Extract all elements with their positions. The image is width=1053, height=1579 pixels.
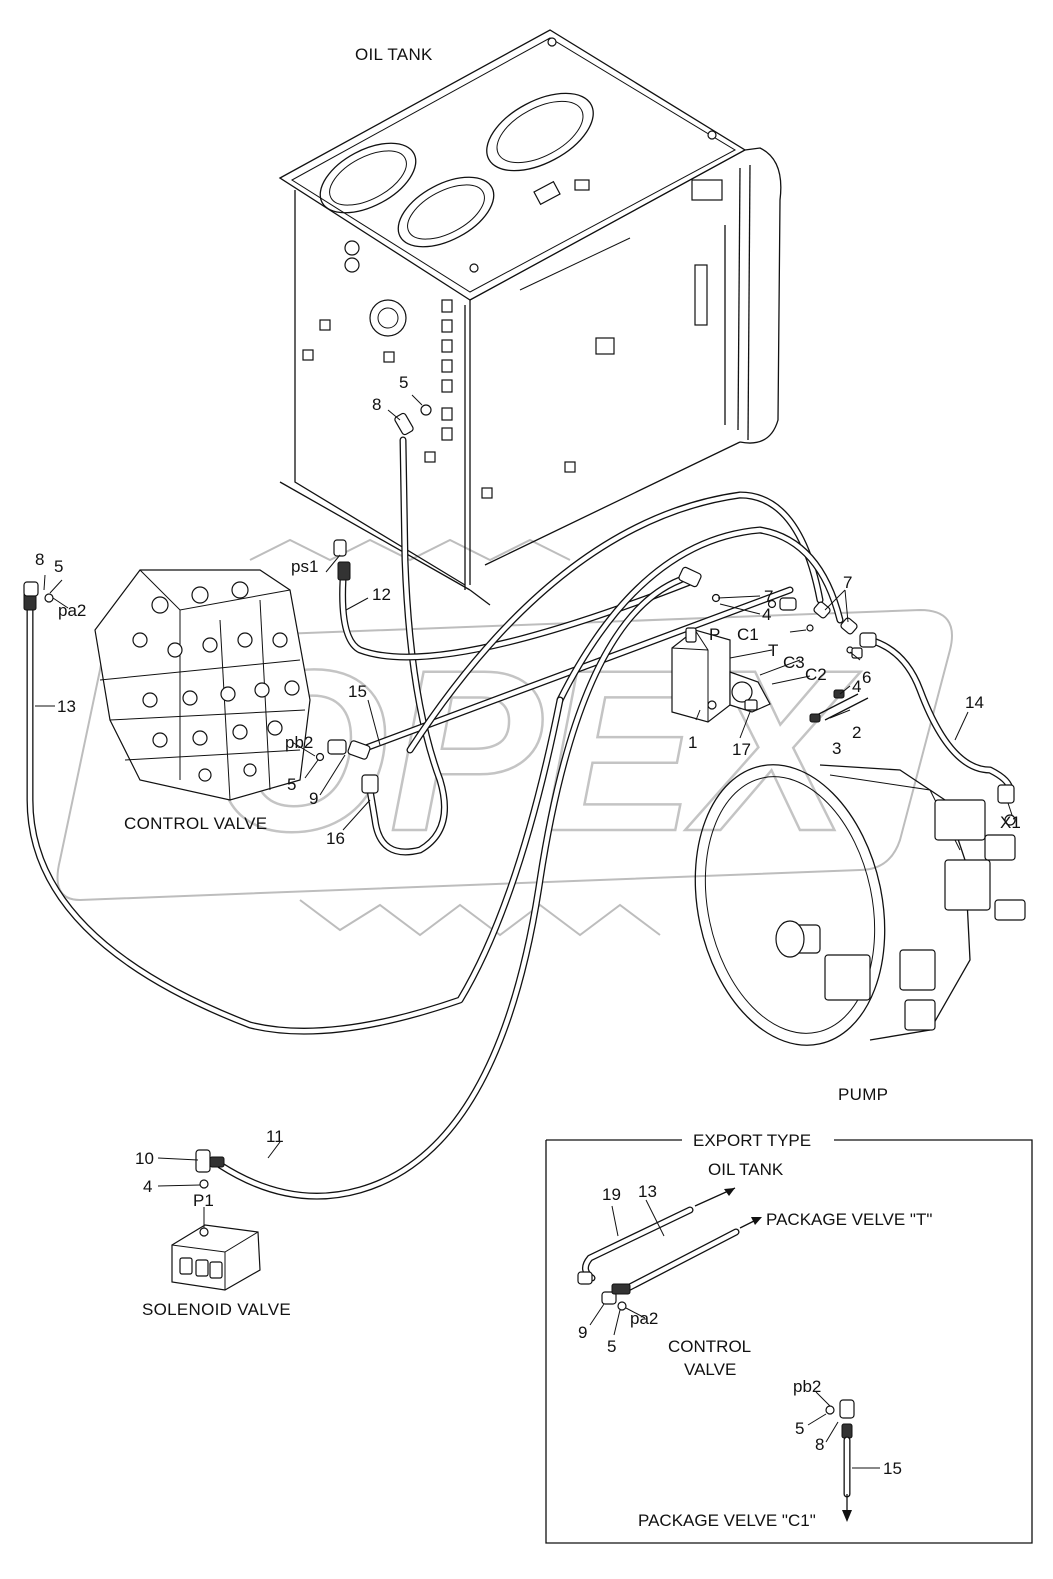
callout-7: 7 <box>843 573 852 592</box>
solenoid-valve <box>171 1224 261 1291</box>
callout-4: 4 <box>852 677 861 696</box>
fittings <box>23 404 1015 1189</box>
oil-tank-label: OIL TANK <box>355 45 433 64</box>
callout-8: 8 <box>35 550 44 569</box>
callout-5: 5 <box>287 775 296 794</box>
callout-2: 2 <box>852 723 861 742</box>
port-C1: C1 <box>737 625 759 644</box>
callout-numbers: 5 8 8 5 12 13 15 5 9 16 7 4 7 6 4 2 3 1 … <box>35 373 984 1196</box>
port-C3: C3 <box>783 653 805 672</box>
port-pa2: pa2 <box>58 601 86 620</box>
inset-callout-8: 8 <box>815 1435 824 1454</box>
callout-4: 4 <box>762 605 771 624</box>
callout-15: 15 <box>348 682 367 701</box>
inset-callout-9: 9 <box>578 1323 587 1342</box>
inset-package-c1-label: PACKAGE VELVE "C1" <box>638 1511 816 1530</box>
callout-13: 13 <box>57 697 76 716</box>
inset-callout-5: 5 <box>795 1419 804 1438</box>
port-ps1: ps1 <box>291 557 318 576</box>
inset-port-pb2: pb2 <box>793 1377 821 1396</box>
callout-11: 11 <box>266 1127 284 1146</box>
package-valve <box>671 627 869 723</box>
port-P1: P1 <box>193 1191 214 1210</box>
callout-1: 1 <box>688 733 697 752</box>
callout-4: 4 <box>143 1177 152 1196</box>
port-T: T <box>768 641 778 660</box>
watermark: OPEX <box>56 538 953 937</box>
inset-port-pa2: pa2 <box>630 1309 658 1328</box>
control-valve <box>94 569 311 801</box>
solenoid-valve-label: SOLENOID VALVE <box>142 1300 291 1319</box>
inset-callout-13: 13 <box>638 1182 657 1201</box>
callout-16: 16 <box>326 829 345 848</box>
inset-title: EXPORT TYPE <box>693 1131 811 1150</box>
port-C2: C2 <box>805 665 827 684</box>
control-valve-label: CONTROL VALVE <box>124 814 267 833</box>
inset-control-label-1: CONTROL <box>668 1337 751 1356</box>
export-type-inset: EXPORT TYPE OIL TANK PACKAGE VELVE "T" <box>545 1131 1033 1544</box>
callout-14: 14 <box>965 693 984 712</box>
oil-tank <box>278 29 782 606</box>
callout-10: 10 <box>135 1149 154 1168</box>
port-P: P <box>709 625 720 644</box>
inset-control-label-2: VALVE <box>684 1360 736 1379</box>
inset-frame <box>545 1139 1033 1544</box>
inset-package-t-label: PACKAGE VELVE "T" <box>766 1210 932 1229</box>
inset-callout-5: 5 <box>607 1337 616 1356</box>
callout-5: 5 <box>399 373 408 392</box>
port-X1: X1 <box>1000 813 1021 832</box>
callout-17: 17 <box>732 740 751 759</box>
callout-9: 9 <box>309 789 318 808</box>
callout-3: 3 <box>832 739 841 758</box>
inset-oil-tank-label: OIL TANK <box>708 1160 784 1179</box>
pump-label: PUMP <box>838 1085 888 1104</box>
inset-callout-15: 15 <box>883 1459 902 1478</box>
pump <box>694 764 1026 1046</box>
callout-12: 12 <box>372 585 391 604</box>
hoses <box>26 436 1014 1200</box>
callout-6: 6 <box>862 668 871 687</box>
leader-lines <box>35 394 1013 1228</box>
callout-7: 7 <box>764 587 773 606</box>
callout-5: 5 <box>54 557 63 576</box>
component-labels: OIL TANK CONTROL VALVE PUMP SOLENOID VAL… <box>124 45 888 1319</box>
port-labels: ps1 pa2 pb2 P C1 T C3 C2 X1 P1 <box>58 557 1021 1210</box>
inset-callout-19: 19 <box>602 1185 621 1204</box>
port-pb2: pb2 <box>285 733 313 752</box>
watermark-text: OPEX <box>210 622 861 879</box>
callout-8: 8 <box>372 395 381 414</box>
